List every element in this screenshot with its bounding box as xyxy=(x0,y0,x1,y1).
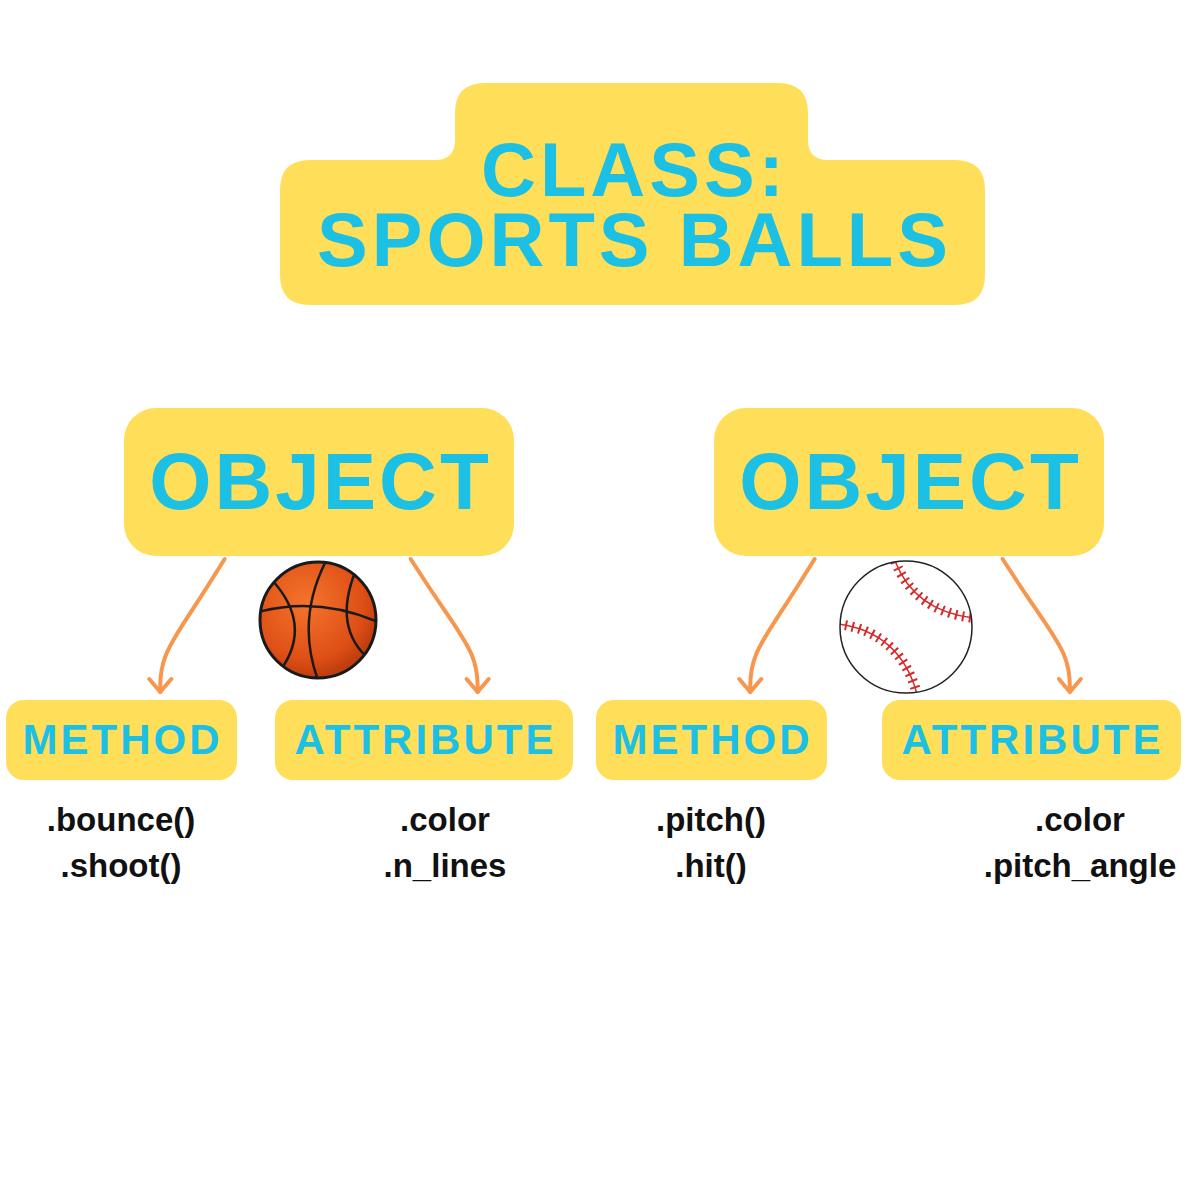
arrow-connector xyxy=(160,559,224,692)
basketball-outline xyxy=(260,562,376,678)
baseball-seams xyxy=(838,561,975,694)
label-slot: .bounce() xyxy=(47,801,195,839)
attribute-box: ATTRIBUTE xyxy=(275,700,573,780)
class-box: CLASS: SPORTS BALLS xyxy=(280,83,985,305)
method-box: METHOD xyxy=(6,700,237,780)
node-text: OBJECT xyxy=(146,436,492,528)
label-slot: .pitch() xyxy=(656,801,766,839)
label-slot: .hit() xyxy=(675,847,746,885)
label-slot: .color xyxy=(400,801,490,839)
attribute-name: .color xyxy=(400,801,490,839)
label-slot: .pitch_angle xyxy=(984,847,1177,885)
node-text: ATTRIBUTE xyxy=(899,716,1164,764)
label-slot: .color xyxy=(1035,801,1125,839)
class-box-outline xyxy=(280,83,985,305)
basketball xyxy=(258,561,378,680)
connectors xyxy=(160,559,1070,692)
arrow-connector xyxy=(1003,559,1070,692)
node-text: OBJECT xyxy=(736,436,1082,528)
attribute-box: ATTRIBUTE xyxy=(882,700,1181,780)
attribute-name: .n_lines xyxy=(384,847,507,885)
baseball-outline xyxy=(840,561,972,693)
arrow-connector xyxy=(750,559,814,692)
attribute-name: .color xyxy=(1035,801,1125,839)
object-box: OBJECT xyxy=(714,408,1104,556)
node-text: ATTRIBUTE xyxy=(292,716,557,764)
node-text: CLASS: SPORTS BALLS xyxy=(313,135,953,275)
arrow-connector xyxy=(411,559,478,692)
object-box: OBJECT xyxy=(124,408,514,556)
node-text: METHOD xyxy=(20,716,223,764)
method-name: .shoot() xyxy=(61,847,182,885)
basketball-seams xyxy=(258,561,378,680)
attribute-name: .pitch_angle xyxy=(984,847,1177,885)
method-box: METHOD xyxy=(596,700,827,780)
method-name: .bounce() xyxy=(47,801,195,839)
method-name: .hit() xyxy=(675,847,746,885)
label-slot: .shoot() xyxy=(61,847,182,885)
method-name: .pitch() xyxy=(656,801,766,839)
label-slot: .n_lines xyxy=(384,847,507,885)
node-text: METHOD xyxy=(610,716,813,764)
baseball xyxy=(838,561,975,694)
